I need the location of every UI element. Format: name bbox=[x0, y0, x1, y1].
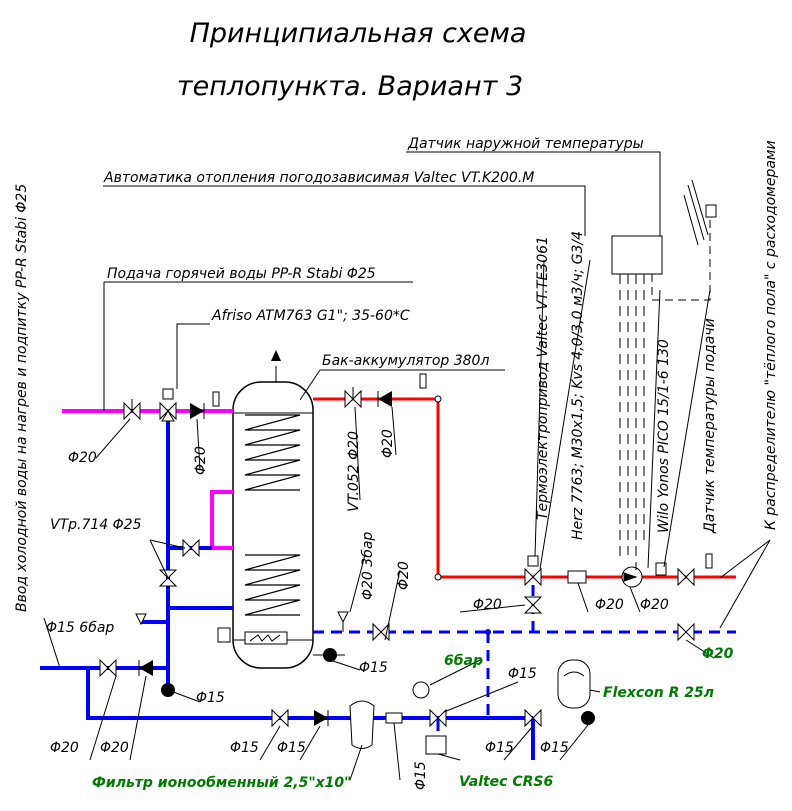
leader-lines bbox=[43, 151, 771, 781]
label-pump: Wilo Yonos PICO 15/1-6 130 bbox=[656, 339, 672, 533]
dim-label: Φ15 bbox=[413, 761, 429, 790]
controller-box bbox=[611, 215, 711, 570]
flow-meter-icon bbox=[567, 570, 587, 584]
heating-supply-pipe bbox=[313, 397, 736, 579]
mixing-valve-afriso bbox=[159, 388, 177, 422]
label-cold-water-input: Ввод холодной воды на нагрев и подпитку … bbox=[14, 184, 30, 612]
ion-filter-icon bbox=[349, 700, 375, 749]
title-line1: Принципиальная схема bbox=[190, 18, 527, 49]
pressure-gauge-icon bbox=[412, 681, 430, 699]
valtec-crs6-valve bbox=[425, 708, 447, 755]
ball-valve-filter bbox=[271, 708, 289, 728]
check-valve-cold bbox=[138, 660, 153, 676]
label-tank: Бак-аккумулятор 380л bbox=[322, 353, 489, 369]
dim-label: Φ20 bbox=[68, 450, 97, 466]
ball-valve-supply bbox=[344, 387, 362, 409]
dim-label: Φ15 bbox=[485, 740, 514, 756]
check-valve-hot bbox=[190, 403, 205, 419]
thermometer-icon bbox=[212, 391, 220, 407]
dim-label: Φ20 bbox=[640, 597, 669, 613]
label-safety-valve-pressure: Φ20 3бар bbox=[360, 532, 376, 600]
dim-label: Φ20 bbox=[595, 597, 624, 613]
label-hot-water-supply: Подача горячей воды PP-R Stabi Φ25 bbox=[107, 266, 376, 282]
outdoor-sensor-icon bbox=[683, 179, 717, 246]
meter-icon bbox=[385, 712, 403, 724]
thermometer-icon bbox=[705, 553, 713, 569]
pump-wilo-icon bbox=[621, 566, 643, 588]
drain-valve bbox=[313, 648, 345, 662]
label-filter: Фильтр ионообменный 2,5"x10" bbox=[92, 775, 351, 791]
check-valve-filter bbox=[314, 710, 329, 726]
flexcon-expansion-tank bbox=[557, 659, 591, 709]
cold-water-pipe bbox=[40, 411, 535, 760]
dim-label: Φ20 bbox=[380, 429, 396, 458]
ball-valve-floor-return bbox=[677, 622, 695, 642]
ball-valve-hot-inlet bbox=[123, 399, 141, 421]
dim-label: Φ20 bbox=[396, 561, 412, 590]
dim-label: Φ15 bbox=[277, 740, 306, 756]
supply-sensor-icon bbox=[655, 562, 667, 576]
label-outdoor-sensor: Датчик наружной температуры bbox=[407, 136, 644, 152]
drain-expansion bbox=[581, 711, 595, 725]
label-valve-3way: Herz 7763; M30x1,5; Kvs 4,0/3,0 м3/ч; G3… bbox=[570, 231, 586, 540]
check-valve-supply bbox=[377, 391, 392, 407]
label-supply-sensor: Датчик температуры подачи bbox=[702, 318, 718, 534]
dim-label: Φ15 bbox=[196, 690, 225, 706]
dim-label: Φ20 bbox=[193, 446, 209, 475]
safety-valve-icon bbox=[337, 611, 349, 632]
ball-valve-return bbox=[372, 622, 390, 642]
ball-valve-floor-supply bbox=[677, 567, 695, 587]
label-actuator: Термоэлектропривод Valtec VT.TE3061 bbox=[535, 236, 551, 520]
label-valtec-crs6: Valtec CRS6 bbox=[459, 774, 553, 790]
title-line2: теплопункта. Вариант 3 bbox=[177, 71, 523, 102]
upper-coil-icon bbox=[244, 414, 301, 491]
dim-label: Φ20 bbox=[100, 740, 129, 756]
label-safety-valve: VT.052 Φ20 bbox=[346, 431, 362, 512]
heater-element-icon bbox=[217, 627, 288, 645]
dim-label: Φ15 bbox=[508, 666, 537, 682]
label-valve-vtp714: VTp.714 Φ25 bbox=[50, 517, 142, 533]
label-reducer-6bar: Φ15 6бар bbox=[46, 620, 114, 636]
thermometer-icon bbox=[419, 373, 427, 389]
three-way-valve-herz bbox=[523, 555, 543, 614]
label-floor-distributor: К распределителю "тёплого пола" с расход… bbox=[763, 140, 779, 530]
dim-label: Φ20 bbox=[50, 740, 79, 756]
label-flexcon: Flexcon R 25л bbox=[603, 685, 714, 701]
dim-label: Φ20 bbox=[702, 646, 734, 662]
label-mixing-valve: Afriso ATM763 G1"; 35-60*C bbox=[211, 308, 410, 324]
dim-label: Φ15 bbox=[540, 740, 569, 756]
ball-valve-cold bbox=[99, 658, 117, 678]
reducer-6bar-icon bbox=[135, 613, 147, 626]
dim-label: Φ15 bbox=[230, 740, 259, 756]
dim-label: Φ20 bbox=[473, 597, 502, 613]
ball-valve-expansion bbox=[524, 708, 542, 728]
lower-coil-icon bbox=[244, 554, 301, 616]
dim-label: Φ15 bbox=[359, 660, 388, 676]
label-pressure-6bar: 6бар bbox=[444, 653, 483, 669]
label-controller: Автоматика отопления погодозависимая Val… bbox=[103, 170, 534, 186]
